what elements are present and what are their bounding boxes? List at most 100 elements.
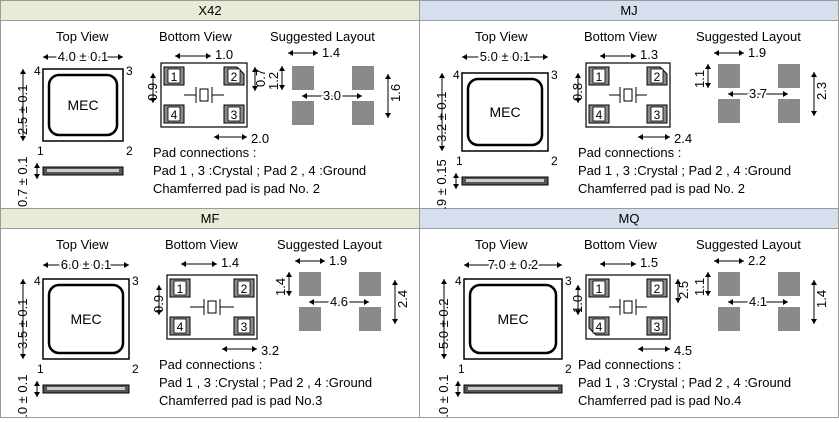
bottom-view-label: Bottom View (159, 29, 232, 44)
bottom-width-dimension: 2.0 (251, 131, 269, 146)
top-width-dimension: 7.0 ± 0.2 (488, 257, 539, 272)
pin-2-label: 2 (132, 362, 139, 376)
mec-logo: MEC (497, 311, 528, 327)
chamfer-note: Chamferred pad is pad No.4 (578, 393, 741, 408)
layout-height-dimension: 1.4 (273, 278, 288, 296)
bottom-width-dimension: 4.5 (674, 343, 692, 358)
panel-mj: Top View Bottom View Suggested Layout 5.0 ±… (420, 21, 838, 217)
pad-connections-text: Pad 1 , 3 :Crystal ; Pad 2 , 4 :Ground (578, 375, 791, 390)
top-view-label: Top View (475, 237, 528, 252)
divider-vertical (419, 1, 420, 417)
pin-4-label: 4 (34, 64, 41, 78)
pad-1-label: 1 (171, 70, 178, 84)
pad-connections-text: Pad 1 , 3 :Crystal ; Pad 2 , 4 :Ground (153, 163, 366, 178)
top-view-lid (466, 77, 544, 147)
top-view-label: Top View (475, 29, 528, 44)
layout-pad-3 (292, 101, 314, 125)
panel-title-x42: X42 (1, 1, 419, 20)
pad-4-label: 3 (654, 320, 661, 334)
layout-pad-3 (299, 307, 321, 331)
bottom-width-dimension: 3.2 (261, 343, 279, 358)
pin-3-label: 3 (551, 68, 558, 82)
thickness-dimension: 0.9 ± 0.15 (434, 159, 449, 209)
pad-1-label: 1 (596, 282, 603, 296)
pad-4-label: 3 (241, 320, 248, 334)
side-view-seam (47, 169, 119, 172)
pad-height-dimension: 0.9 (145, 83, 160, 101)
package-drawing: Top View Bottom View Suggested Layout 5.0 ±… (434, 29, 829, 217)
thickness-dimension: 1.0 ± 0.1 (15, 374, 30, 417)
layout-gap-dimension: 4.6 (330, 294, 348, 309)
pin-3-label: 3 (565, 274, 572, 288)
panel-title-mf: MF (1, 209, 419, 228)
pin-1-label: 1 (458, 362, 465, 376)
layout-pad-dimension: 2.2 (748, 253, 766, 268)
layout-total-dimension: 2.4 (395, 290, 410, 308)
bottom-view-label: Bottom View (584, 29, 657, 44)
layout-gap-dimension: 4.1 (749, 294, 767, 309)
layout-gap-dimension: 3.7 (749, 86, 767, 101)
layout-gap-dimension: 3.0 (323, 88, 341, 103)
chamfer-note: Chamferred pad is pad No. 2 (153, 181, 320, 196)
layout-pad-dimension: 1.9 (748, 45, 766, 60)
crystal-symbol (623, 88, 633, 102)
top-width-dimension: 6.0 ± 0.1 (61, 257, 112, 272)
layout-pad-2 (359, 272, 381, 296)
suggested-layout-label: Suggested Layout (696, 29, 801, 44)
pad-connections-heading: Pad connections : (578, 357, 681, 372)
chamfer-note: Chamferred pad is pad No.3 (159, 393, 322, 408)
pad-4-label: 3 (231, 108, 238, 122)
pin-1-label: 1 (37, 144, 44, 158)
top-view-label: Top View (56, 29, 109, 44)
pad-height-dimension: 0.8 (570, 83, 585, 101)
layout-pad-1 (299, 272, 321, 296)
panel-title-mj: MJ (420, 1, 838, 20)
layout-total-dimension: 2.3 (814, 82, 829, 100)
top-view-lid (468, 283, 558, 355)
divider-middle (1, 208, 838, 209)
crystal-symbol (623, 300, 633, 314)
pin-1-label: 1 (456, 154, 463, 168)
pad-height-dimension: 1.0 (570, 295, 585, 313)
suggested-layout-label: Suggested Layout (270, 29, 375, 44)
layout-pad-2 (778, 272, 800, 296)
pad-height-dimension: 0.9 (151, 295, 166, 313)
pad-2-label: 2 (654, 70, 661, 84)
layout-pad-4 (359, 307, 381, 331)
top-height-dimension: 2.5 ± 0.1 (15, 84, 30, 135)
top-view-label: Top View (56, 237, 109, 252)
thickness-dimension: 1.0 ± 0.1 (436, 374, 451, 417)
pad-connections-heading: Pad connections : (159, 357, 262, 372)
pad-connections-heading: Pad connections : (153, 145, 256, 160)
pin-3-label: 3 (132, 274, 139, 288)
layout-pad-4 (778, 307, 800, 331)
pad-2-label: 2 (231, 70, 238, 84)
mec-logo: MEC (489, 104, 520, 120)
side-view-seam (466, 179, 544, 182)
pin-4-label: 4 (34, 274, 41, 288)
pin-2-label: 2 (126, 144, 133, 158)
top-height-dimension: 3.5 ± 0.1 (15, 298, 30, 349)
layout-total-dimension: 1.6 (388, 84, 403, 102)
pad-gap-dimension: 0.7 (253, 69, 268, 87)
layout-pad-dimension: 1.4 (322, 45, 340, 60)
top-width-dimension: 5.0 ± 0.1 (480, 49, 531, 64)
thickness-dimension: 0.7 ± 0.1 (15, 156, 30, 207)
pin-3-label: 3 (126, 64, 133, 78)
pin-2-label: 2 (551, 154, 558, 168)
layout-pad-3 (718, 99, 740, 123)
pad-4-label: 3 (654, 108, 661, 122)
layout-pad-dimension: 1.9 (329, 253, 347, 268)
pin-4-label: 4 (453, 68, 460, 82)
layout-total-dimension: 1.4 (814, 290, 829, 308)
panel-title-mq: MQ (420, 209, 838, 228)
crystal-symbol (207, 300, 217, 314)
bottom-width-dimension: 2.4 (674, 131, 692, 146)
pad-connections-heading: Pad connections : (578, 145, 681, 160)
pad-3-label: 4 (177, 320, 184, 334)
layout-pad-1 (718, 64, 740, 88)
